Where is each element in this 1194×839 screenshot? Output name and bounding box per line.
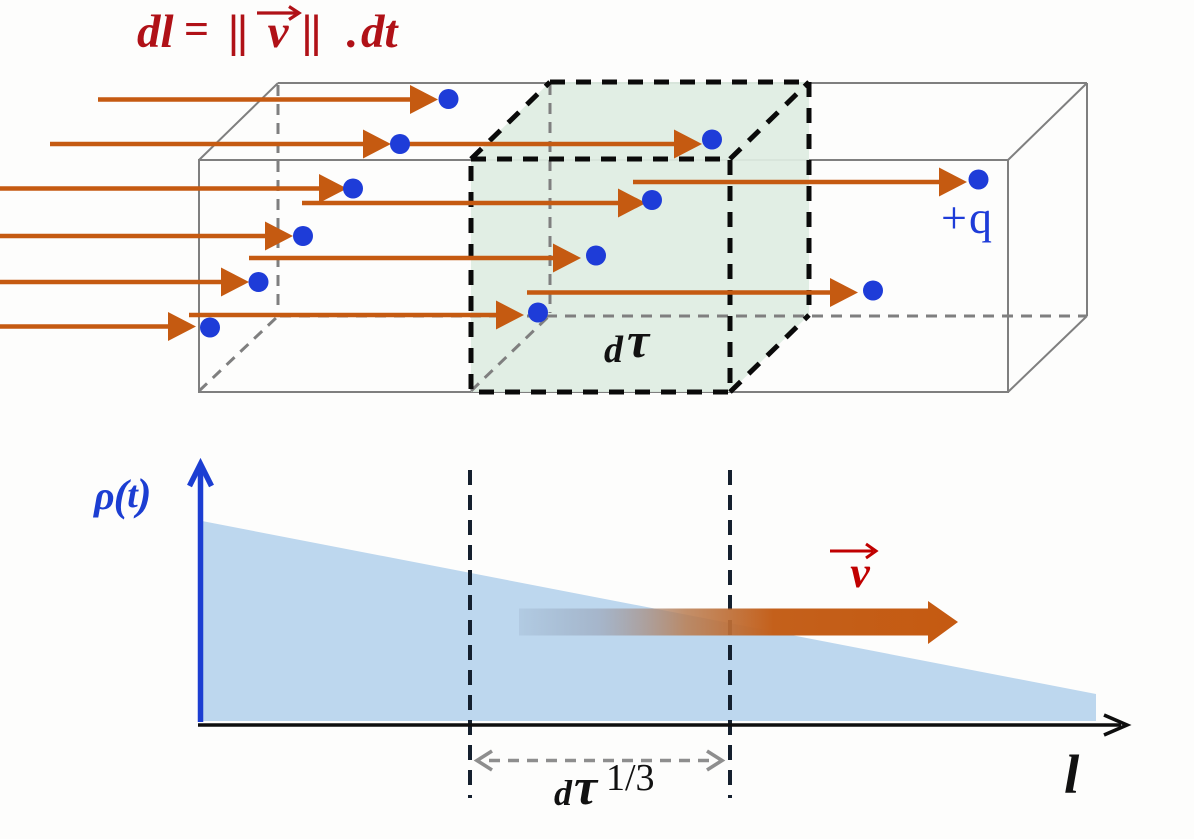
svg-text:dt: dt <box>361 6 400 58</box>
svg-text:.: . <box>345 6 357 57</box>
svg-text:d: d <box>604 329 624 371</box>
svg-text:+q: +q <box>941 192 994 243</box>
svg-text:d: d <box>554 773 573 813</box>
svg-text:v: v <box>850 548 870 597</box>
svg-text:τ: τ <box>574 759 599 816</box>
svg-text:v: v <box>268 6 290 58</box>
svg-text:1/3: 1/3 <box>606 757 655 799</box>
svg-text:ρ(t): ρ(t) <box>93 470 150 520</box>
svg-text:=: = <box>184 5 209 54</box>
svg-text:τ: τ <box>627 312 651 368</box>
svg-text:l: l <box>1064 744 1080 805</box>
svg-text:dl: dl <box>137 6 174 58</box>
